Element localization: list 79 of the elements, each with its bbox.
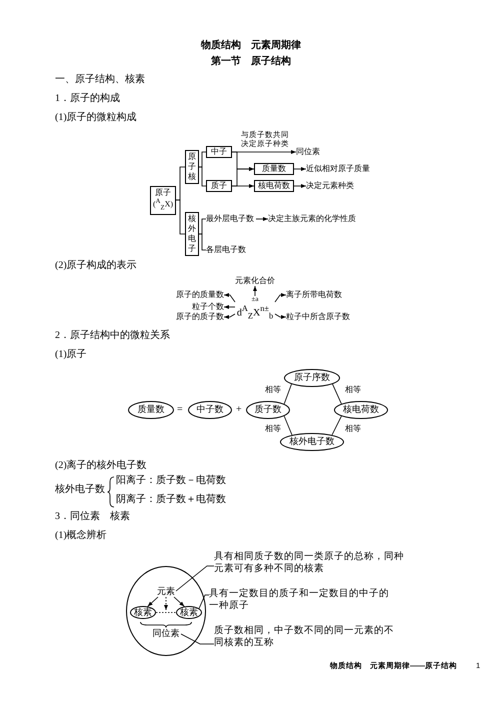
edge-label: 相等 — [264, 424, 282, 434]
arrow — [274, 314, 286, 319]
term-box: 质子 — [206, 180, 232, 192]
term-text: 元素 — [156, 586, 176, 597]
term-ellipse: 原子序数 — [284, 369, 340, 387]
formula-text: 阳离子：质子数－电荷数 — [116, 475, 226, 487]
bracket-line — [198, 234, 206, 250]
result-text: 同位素 — [296, 147, 326, 157]
subheading: (1)原子 — [55, 349, 87, 361]
arrow — [174, 596, 185, 607]
connector-line — [332, 384, 342, 404]
term-ellipse: 核素 — [130, 606, 156, 619]
result-text: 决定主族元素的化学性质 — [268, 214, 360, 224]
term-ellipse: 核电荷数 — [334, 401, 388, 419]
result-text: 近似相对原子质量 — [306, 164, 374, 174]
term-ellipse: 质子数 — [246, 401, 290, 419]
connector-line — [332, 416, 342, 436]
term-ellipse: 核外电子数 — [280, 433, 344, 451]
connector-line — [284, 416, 292, 436]
leader-line — [180, 634, 214, 644]
term-ellipse: 核素 — [176, 606, 202, 619]
edge-label: 相等 — [344, 424, 362, 434]
bracket-line — [198, 218, 206, 234]
heading: 1．原子的构成 — [55, 93, 120, 105]
term-box: 核外电子 — [185, 212, 199, 256]
arrow — [224, 293, 236, 302]
equals-sign: = — [177, 404, 183, 416]
bracket-line — [176, 200, 186, 234]
arrow — [294, 184, 306, 188]
page-title: 物质结构 元素周期律 — [201, 40, 301, 52]
dotted-line — [156, 612, 176, 613]
term-ellipse: 质量数 — [128, 401, 174, 419]
subheading: (1)原子的微粒构成 — [55, 112, 137, 124]
subheading: (2)原子构成的表示 — [55, 260, 137, 272]
subheading: (1)概念辨析 — [55, 530, 107, 542]
bracket-line — [198, 152, 206, 168]
concept-circle — [126, 566, 206, 656]
bracket-line — [198, 166, 206, 186]
definition-text: 具有相同质子数的同一类原子的总称，同种元素可有多种不同的核素 — [214, 552, 404, 576]
edge-label: 相等 — [344, 385, 362, 394]
heading: 一、原子结构、核素 — [55, 74, 145, 86]
result-text: 最外层电子数 — [206, 214, 256, 224]
definition-text: 具有一定数目的质子和一定数目的中子的一种原子 — [209, 589, 389, 613]
term-box: 核电荷数 — [254, 180, 294, 192]
result-text: 各层电子数 — [206, 245, 248, 255]
subheading: (2)离子的核外电子数 — [55, 460, 147, 472]
arrow — [256, 217, 268, 221]
formula-text: 阴离子：质子数＋电荷数 — [116, 494, 226, 506]
dotted-arrow — [164, 596, 168, 610]
plus-sign: + — [236, 404, 242, 416]
arrow — [294, 167, 306, 171]
note-text: 离子所带电荷数 — [286, 290, 346, 300]
term-box: 原子核 — [185, 150, 199, 184]
note-text: 原子的质子数 — [172, 312, 224, 322]
term-box: 中子 — [206, 146, 232, 158]
arrow — [232, 184, 254, 188]
arrow — [274, 293, 286, 302]
note-text: 粒子个数 — [188, 302, 224, 312]
note-text: 粒子中所含原子数 — [286, 312, 354, 322]
leader-line — [198, 594, 210, 609]
heading: 3．同位素 核素 — [55, 511, 130, 523]
term-text: 核外电子数 — [55, 484, 105, 496]
section-title: 第一节 原子结构 — [211, 56, 291, 68]
term-box: 质量数 — [254, 163, 294, 175]
heading: 2．原子结构中的微粒关系 — [55, 330, 170, 342]
term-box: 原子 ($^{A}$$_{Z}$X) — [150, 186, 176, 215]
arrow — [224, 305, 236, 309]
note-text: 原子的质量数 — [172, 290, 224, 300]
arrow — [224, 314, 236, 319]
leader-line — [176, 566, 214, 592]
arrow — [147, 596, 158, 607]
arrow — [253, 286, 257, 296]
definition-text: 质子数相同，中子数不同的同一元素的不同核素的互称 — [214, 626, 402, 650]
result-text: 决定元素种类 — [306, 181, 358, 191]
term-text: 同位素 — [151, 628, 181, 639]
term-ellipse: 中子数 — [188, 401, 232, 419]
edge-label: 相等 — [264, 385, 282, 394]
note-text: 元素化合价 — [235, 276, 275, 286]
connector-line — [284, 384, 292, 404]
